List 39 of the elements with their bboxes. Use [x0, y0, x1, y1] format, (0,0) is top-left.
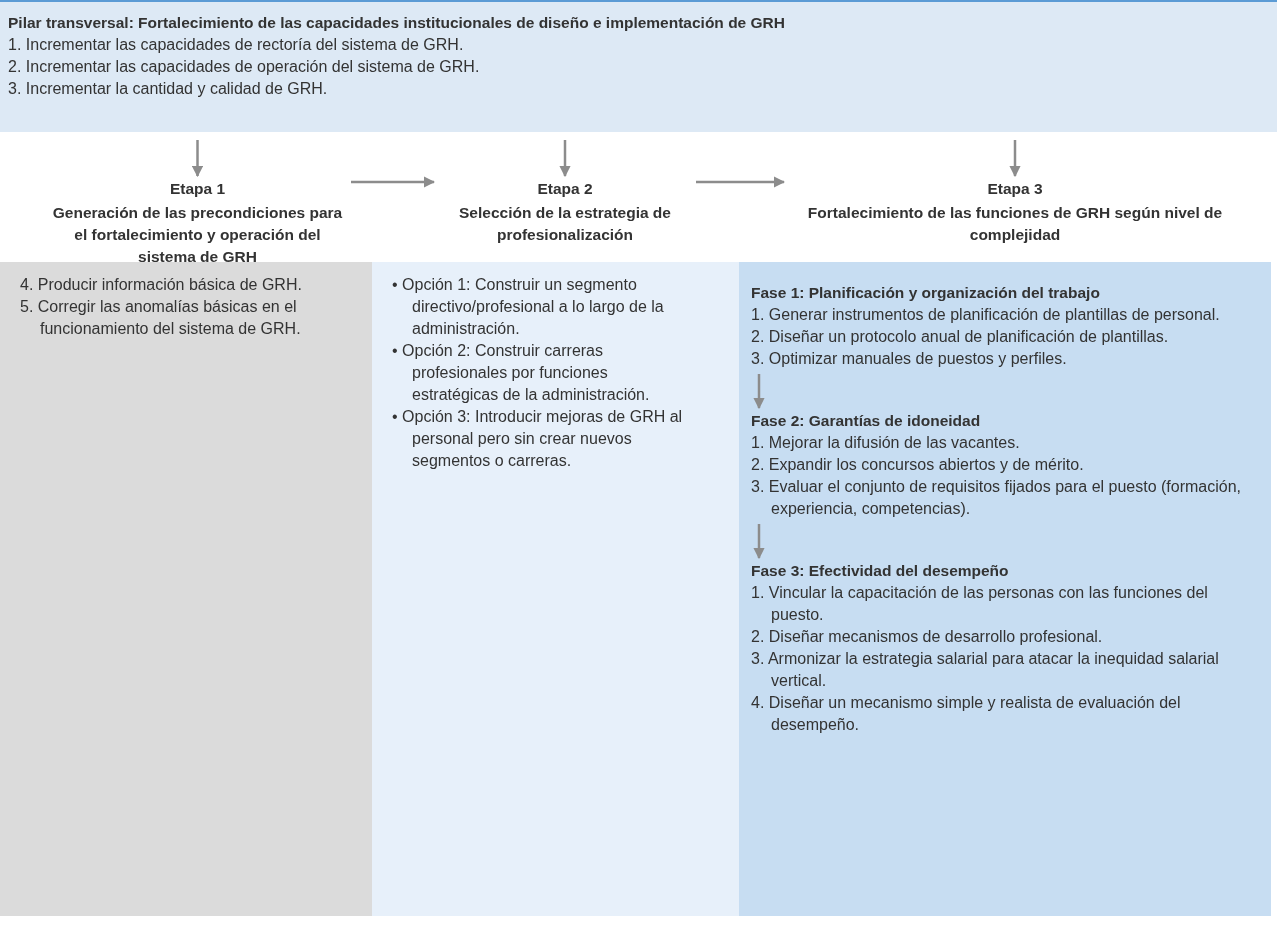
heading-text: Pilar transversal: Fortalecimiento de las capacidades institucionales de diseño e implementación de GRH — [8, 13, 786, 33]
list-item: • Opción 1: Construir un segmento directivo/profesional a lo largo de la administración. — [392, 275, 665, 339]
arrow — [351, 176, 436, 188]
heading-text: Fortalecimiento de las funciones de GRH según nivel de complejidad — [806, 203, 1224, 245]
arrow — [191, 140, 204, 178]
stage-column — [0, 262, 372, 916]
list-item: 1. Incrementar las capacidades de rectoría del sistema de GRH. — [8, 35, 465, 55]
list-item: 3. Incrementar la cantidad y calidad de GRH. — [8, 79, 329, 99]
arrow — [696, 176, 786, 188]
list-item: 1. Generar instrumentos de planificación de plantillas de personal. — [751, 305, 1221, 325]
list-item: 3. Optimizar manuales de puestos y perfiles. — [751, 349, 1068, 369]
list-item: 4. Diseñar un mecanismo simple y realista de evaluación del desempeño. — [751, 693, 1182, 735]
list-item: • Opción 3: Introducir mejoras de GRH al personal pero sin crear nuevos segmentos o carreras. — [392, 407, 684, 471]
heading-text: Fase 1: Planificación y organización del trabajo — [751, 283, 1101, 303]
heading-text: Etapa 3 — [987, 179, 1043, 199]
stage-column — [372, 262, 739, 916]
list-item: 5. Corregir las anomalías básicas en el funcionamiento del sistema de GRH. — [20, 297, 302, 339]
pillar-band — [0, 0, 1277, 132]
heading-text: Etapa 1 — [169, 179, 226, 199]
heading-text: Generación de las precondiciones para el fortalecimiento y operación del sistema de GRH — [51, 203, 344, 267]
arrow — [1009, 140, 1021, 178]
list-item: 4. Producir información básica de GRH. — [20, 275, 303, 295]
heading-text: Etapa 2 — [537, 179, 593, 199]
list-item: 3. Armonizar la estrategia salarial para atacar la inequidad salarial vertical. — [751, 649, 1220, 691]
list-item: • Opción 2: Construir carreras profesionales por funciones estratégicas de la administración. — [392, 341, 651, 405]
list-item: 3. Evaluar el conjunto de requisitos fijados para el puesto (formación, experiencia, competencias). — [751, 477, 1243, 519]
heading-text: Selección de la estrategia de profesionalización — [458, 203, 672, 245]
arrow — [753, 374, 765, 410]
list-item: 2. Diseñar un protocolo anual de planificación de plantillas. — [751, 327, 1170, 347]
stage-column — [739, 262, 1271, 916]
heading-text: Fase 3: Efectividad del desempeño — [751, 561, 1010, 581]
list-item: 2. Expandir los concursos abiertos y de mérito. — [751, 455, 1085, 475]
list-item: 1. Mejorar la difusión de las vacantes. — [751, 433, 1021, 453]
heading-text: Fase 2: Garantías de idoneidad — [751, 411, 982, 431]
arrow — [559, 140, 571, 178]
arrow — [753, 524, 765, 560]
list-item: 2. Incrementar las capacidades de operación del sistema de GRH. — [8, 57, 481, 77]
list-item: 1. Vincular la capacitación de las personas con las funciones del puesto. — [751, 583, 1209, 625]
list-item: 2. Diseñar mecanismos de desarrollo profesional. — [751, 627, 1104, 647]
